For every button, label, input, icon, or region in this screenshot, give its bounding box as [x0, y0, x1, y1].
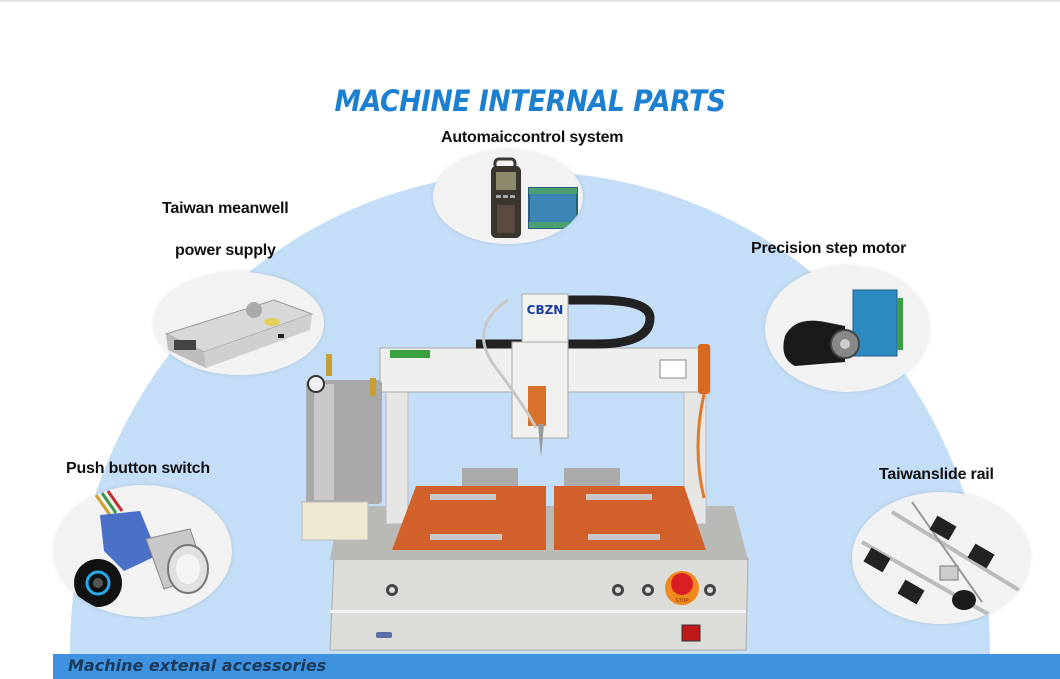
power-supply-label-line2: power supply	[175, 242, 276, 259]
stop-label: STOP	[675, 598, 689, 604]
power-supply-unit-icon	[164, 299, 314, 368]
step-motor-and-driver-icon	[783, 289, 903, 366]
brand-logo: CBZN	[527, 303, 564, 317]
push-button-bubble	[54, 485, 232, 617]
dispensing-machine-icon: STOP CBZN	[301, 293, 749, 651]
push-button-switch-icon	[74, 490, 209, 607]
top-border	[0, 0, 1060, 3]
linear-slide-rail-icon	[861, 501, 1024, 624]
step-motor-label: Precision step motor	[751, 240, 907, 257]
slide-rail-label: Taiwanslide rail	[879, 466, 994, 483]
step-motor-bubble	[765, 266, 929, 392]
control-system-label: Automaiccontrol system	[441, 129, 624, 146]
power-supply-label-line1: Taiwan meanwell	[162, 200, 289, 217]
footer-bar: Machine extenal accessories	[53, 654, 1060, 679]
control-system-bubble	[433, 150, 583, 244]
footer-label: Machine extenal accessories	[68, 656, 327, 675]
push-button-label: Push button switch	[66, 460, 210, 477]
slide-rail-bubble	[852, 492, 1030, 624]
handheld-controller-and-control-board-icon	[491, 157, 578, 238]
power-supply-bubble	[154, 272, 324, 375]
page-title: MACHINE INTERNAL PARTS	[334, 84, 726, 118]
